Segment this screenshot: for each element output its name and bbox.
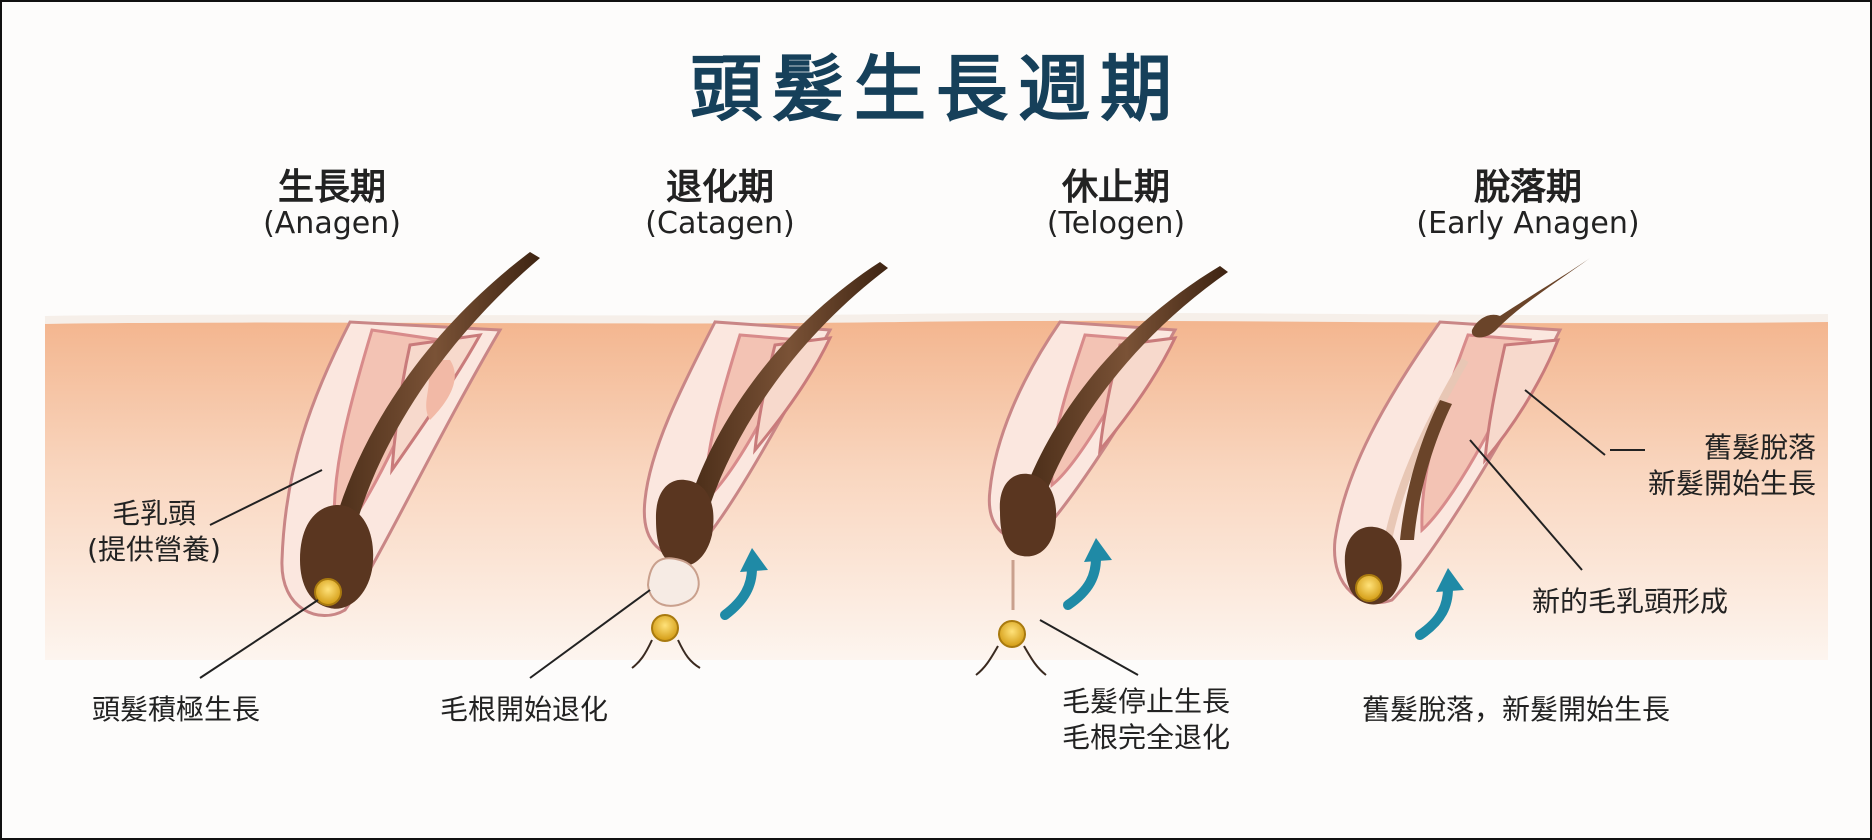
label-shed-line2: 新髮開始生長	[1647, 467, 1816, 501]
new-hair-shaft	[1400, 400, 1452, 540]
stage-early-anagen-en: (Early Anagen)	[1416, 206, 1640, 241]
stage-telogen-name: 休止期	[1061, 167, 1170, 208]
label-shed-new: 舊髮脫落 新髮開始生長	[1600, 430, 1816, 503]
early-anagen-follicle	[1333, 258, 1590, 640]
label-shed-line1: 舊髮脫落	[1703, 431, 1816, 464]
label-catagen-caption: 毛根開始退化	[440, 693, 609, 726]
label-anagen-caption: 頭髮積極生長	[92, 693, 261, 726]
skin-surface	[44, 312, 1829, 324]
catagen-follicle	[631, 262, 888, 669]
diagram-title: 頭髮生長週期	[689, 47, 1182, 131]
label-telogen-caption-2: 毛根完全退化	[1062, 721, 1231, 755]
old-hair-club	[1471, 258, 1590, 338]
label-telogen-caption: 毛髮停止生長 毛根完全退化	[1062, 684, 1230, 757]
telogen-arrow	[1063, 553, 1101, 610]
leader-lines	[199, 389, 1645, 679]
catagen-arrow	[720, 563, 757, 620]
stage-catagen-name: 退化期	[665, 167, 774, 208]
label-early-anagen-caption: 舊髮脫落，新髮開始生長	[1362, 693, 1671, 726]
label-papilla: 毛乳頭 (提供營養)	[84, 496, 224, 569]
telogen-hair-shaft	[1025, 266, 1228, 496]
early-anagen-arrow	[1415, 583, 1453, 640]
label-papilla-line2: (提供營養)	[87, 533, 221, 567]
label-new-papilla: 新的毛乳頭形成	[1532, 585, 1729, 618]
stage-early-anagen-name: 脫落期	[1473, 167, 1582, 208]
stage-telogen-en: (Telogen)	[1046, 206, 1186, 241]
stage-anagen-en: (Anagen)	[263, 206, 401, 241]
label-papilla-line1: 毛乳頭	[111, 497, 196, 530]
anagen-follicle	[280, 252, 540, 618]
label-telogen-caption-1: 毛髮停止生長	[1062, 685, 1231, 718]
telogen-follicle	[975, 266, 1228, 676]
stage-catagen-en: (Catagen)	[645, 206, 795, 241]
catagen-hair-shaft	[690, 262, 888, 505]
stage-anagen-name: 生長期	[277, 167, 386, 208]
